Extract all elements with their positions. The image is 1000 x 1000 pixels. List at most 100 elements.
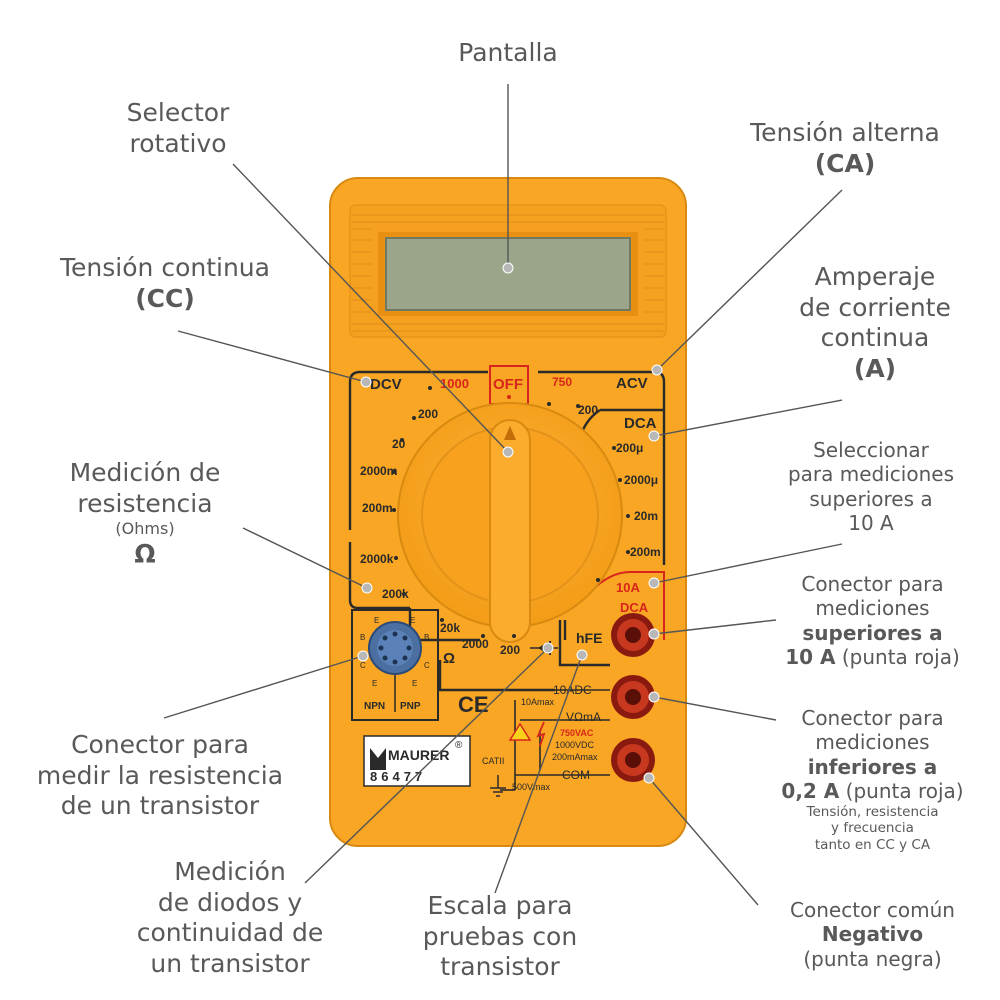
jack-500vmax-label: 500Vmax (512, 782, 551, 792)
brand-registered-mark: ® (455, 740, 463, 751)
label-transistor-line-1: Conector para (71, 730, 249, 759)
jack-750vac-label: 750VAC (560, 728, 594, 738)
ohm-200k-label: 200k (382, 587, 409, 601)
label-conector-inf-note-3: tanto en CC y CA (814, 836, 931, 853)
range-10a-label: 10A (616, 580, 640, 595)
label-pantalla: Pantalla (408, 38, 608, 69)
label-diodos-line-4: un transistor (150, 948, 310, 978)
dcv-200m-label: 200m (362, 501, 393, 515)
label-conector-inf-line-1: Conector para (801, 706, 944, 730)
cat-label: CATII (482, 756, 504, 766)
label-conector-sup-line-4: (punta roja) (835, 645, 960, 670)
acv-label: ACV (616, 375, 648, 392)
ohm-200-label: 200 (500, 643, 520, 657)
label-escala-line-3: transistor (440, 952, 560, 981)
scale-dots (392, 386, 630, 638)
jack-1000vdc-label: 1000VDC (555, 740, 595, 750)
label-conector-transistor: Conector para medir la resistencia de un… (10, 730, 310, 822)
transistor-socket-frame (351, 609, 439, 721)
label-escala-line-1: Escala para (427, 891, 573, 920)
jack-lines (500, 689, 610, 791)
label-amperaje-line-2: de corriente (799, 292, 951, 322)
socket-e-top-right: E (410, 616, 415, 625)
label-cc-line-1: Tensión continua (60, 253, 270, 282)
label-conector-sup-line-1: Conector para (801, 572, 944, 596)
dca-label: DCA (624, 415, 657, 432)
label-seleccionar-line-1: Seleccionar (813, 438, 929, 462)
socket-c-left: C (360, 661, 366, 670)
label-seleccionar: Seleccionar para mediciones superiores a… (766, 438, 976, 536)
warning-triangle-icon (508, 722, 532, 741)
label-selector-line-2: rotativo (129, 128, 227, 158)
label-seleccionar-line-2: para mediciones (787, 462, 954, 487)
dcv-label: DCV (370, 376, 402, 393)
socket-b-left: B (360, 633, 365, 642)
label-conector-sup-line-2: mediciones (815, 596, 930, 621)
label-diodos-line-2: de diodos y (157, 887, 303, 917)
label-amperaje: Amperaje de corriente continua (A) (765, 262, 985, 384)
dcv-20-label: 20 (392, 437, 406, 451)
brand-name: MAURER (388, 747, 449, 763)
rotary-knob-pointer (504, 426, 516, 440)
label-conector-inf-line-2: mediciones (815, 730, 930, 755)
jack-10adc-label: 10ADC (553, 683, 592, 697)
dcv-1000-label: 1000 (440, 376, 469, 391)
label-escala-transistor: Escala para pruebas con transistor (385, 891, 615, 983)
label-transistor-line-2: medir la resistencia (36, 760, 284, 790)
leader-lines (163, 84, 843, 906)
hfe-label: hFE (576, 630, 602, 646)
acv-200-label: 200 (578, 403, 598, 417)
brand-model: 86477 (370, 769, 426, 784)
ohm-symbol-label: Ω (443, 650, 455, 667)
label-resistencia-line-2: resistencia (77, 488, 213, 518)
pnp-label: PNP (400, 701, 421, 712)
label-ca-line-1: Tensión alterna (750, 118, 940, 147)
ohm-2000-label: 2000 (462, 637, 489, 651)
dcv-2000m-label: 2000m (360, 464, 397, 478)
label-cc-line-2: (CC) (135, 283, 195, 313)
dca-2000u-label: 2000μ (624, 473, 658, 487)
label-diodos-line-3: continuidad de (136, 918, 324, 947)
jack-10a (611, 613, 655, 657)
label-conector-inf-note-2: y frecuencia (831, 820, 914, 837)
dca-200m-label: 200m (630, 545, 661, 559)
label-comun-line-1: Conector común (790, 898, 955, 922)
label-conector-comun: Conector común Negativo (punta negra) (760, 898, 985, 971)
label-pantalla-line: Pantalla (458, 38, 558, 67)
socket-b-right: B (424, 633, 429, 642)
off-label: OFF (493, 376, 523, 393)
jack-200mamax-label: 200mAmax (552, 752, 598, 762)
socket-pins (378, 631, 412, 665)
ground-icon (490, 775, 506, 797)
label-transistor-line-3: de un transistor (60, 791, 260, 820)
range-10a-dca-label: DCA (620, 600, 649, 615)
ohm-20k-label: 20k (440, 621, 460, 635)
label-amperaje-line-1: Amperaje (814, 262, 936, 291)
label-escala-line-2: pruebas con (422, 921, 578, 951)
jack-vohm-ma-label: VΩmA (566, 710, 601, 724)
dca-20m-label: 20m (634, 509, 658, 523)
brand-logo (370, 748, 386, 770)
label-medicion-resistencia: Medición de resistencia (Ohms) Ω (40, 458, 250, 569)
npn-label: NPN (364, 701, 385, 712)
label-conector-inf-line-3: inferiores a (807, 754, 938, 779)
label-conector-sup-line-4-bold: 10 A (785, 645, 836, 670)
socket-e-bottom-right: E (412, 679, 417, 688)
label-conector-sup-line-3: superiores a (802, 620, 943, 645)
label-comun-line-3: (punta negra) (803, 946, 942, 971)
label-conector-inferiores: Conector para mediciones inferiores a 0,… (760, 706, 985, 853)
label-amperaje-line-4: (A) (853, 353, 897, 383)
jack-vohm-ma (611, 675, 655, 719)
scale-labels: DCV 1000 200 20 2000m 200m OFF 750 ACV 2… (360, 375, 661, 792)
label-conector-superiores: Conector para mediciones superiores a 10… (760, 572, 985, 670)
rotary-knob-handle (489, 419, 531, 643)
jack-10amax-label: 10Amax (521, 697, 555, 707)
ohm-2000k-label: 2000k (360, 552, 394, 566)
label-amperaje-line-3: continua (820, 323, 930, 352)
label-seleccionar-line-3: superiores a (809, 486, 933, 511)
label-resistencia-line-3: (Ohms) (115, 519, 175, 538)
label-diodos-line-1: Medición (174, 857, 286, 886)
dca-200u-label: 200μ (616, 441, 643, 455)
socket-e-bottom-left: E (372, 679, 377, 688)
